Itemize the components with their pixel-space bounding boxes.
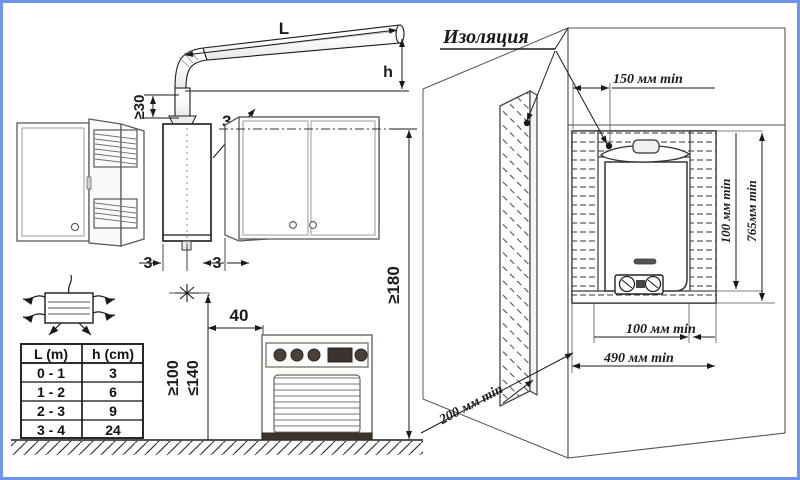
dim-pipe-length-L: L: [184, 19, 398, 58]
wall-gas-water-heater-plan-icon: [599, 139, 691, 295]
heat-dissipation-icon: [22, 274, 116, 336]
callout-label-insulation: Изоляция: [442, 26, 529, 48]
dim-label-ge180: ≥180: [384, 266, 403, 304]
dim-bottom-clearance: 100 мм min: [593, 303, 717, 343]
table-header-h: h (cm): [92, 346, 134, 362]
dim-niche-width: 490 мм min: [571, 303, 715, 373]
wall-cabinet-open-icon: [16, 118, 145, 247]
dim-label-765mm: 765мм min: [744, 180, 759, 242]
dim-label-40: 40: [230, 306, 249, 325]
table-cell-L-2: 2 - 3: [37, 403, 65, 419]
dim-label-h: h: [383, 64, 393, 81]
dim-stove-offset: 40: [208, 306, 264, 351]
wall-gas-water-heater-icon: [162, 123, 212, 268]
dim-label-top-gap: 3: [222, 112, 231, 131]
dim-side-clearance: 100 мм min: [689, 130, 763, 292]
dim-top-clearance: 150 мм min: [572, 72, 715, 143]
dim-label-gap-right: 3: [213, 255, 222, 272]
dim-flue-min-height: ≥30: [131, 95, 179, 120]
table-header-L: L (m): [34, 346, 68, 362]
insulation-panel-icon: [499, 89, 538, 408]
dim-label-100mm-v: 100 мм min: [718, 179, 733, 244]
dim-wall-offset: 200 мм min: [420, 352, 574, 434]
dim-mount-height: ≥100 ≤140: [165, 292, 211, 440]
dim-side-gap-right: 3: [203, 238, 249, 272]
dim-label-L: L: [279, 19, 289, 38]
dim-label-gap-left: 3: [144, 255, 153, 272]
dim-label-le140: ≤140: [185, 360, 202, 396]
table-cell-h-0: 3: [109, 365, 117, 381]
table-cell-L-1: 1 - 2: [37, 384, 65, 400]
dim-label-150mm: 150 мм min: [613, 72, 683, 87]
dim-label-490mm: 490 мм min: [603, 351, 674, 366]
gas-stove-icon: [261, 334, 373, 441]
insulation-callout: Изоляция: [440, 26, 608, 145]
table-cell-h-2: 9: [109, 403, 117, 419]
flue-pipe-icon: [168, 24, 405, 125]
dim-niche-height: 765мм min: [716, 133, 775, 304]
dim-label-ge100: ≥100: [165, 360, 182, 396]
dim-label-200mm: 200 мм min: [436, 382, 506, 429]
pipe-length-height-table: L (m) h (cm) 0 - 1 3 1 - 2 6 2 - 3 9 3 -…: [20, 343, 144, 439]
dim-label-ge30: ≥30: [131, 95, 148, 120]
dim-ceiling-min: ≥180: [384, 128, 417, 439]
dim-pipe-rise-h: h: [185, 39, 409, 92]
dim-side-gap-left: 3: [139, 244, 188, 272]
table-cell-L-0: 0 - 1: [37, 365, 65, 381]
table-cell-L-3: 3 - 4: [37, 422, 65, 438]
table-cell-h-3: 24: [105, 422, 121, 438]
wall-cabinet-icon: [224, 116, 380, 242]
dim-label-100mm-h: 100 мм min: [626, 322, 696, 337]
table-cell-h-1: 6: [109, 384, 117, 400]
ground-hatch-icon: [11, 439, 423, 455]
technical-drawing: L h ≥30: [11, 19, 786, 459]
